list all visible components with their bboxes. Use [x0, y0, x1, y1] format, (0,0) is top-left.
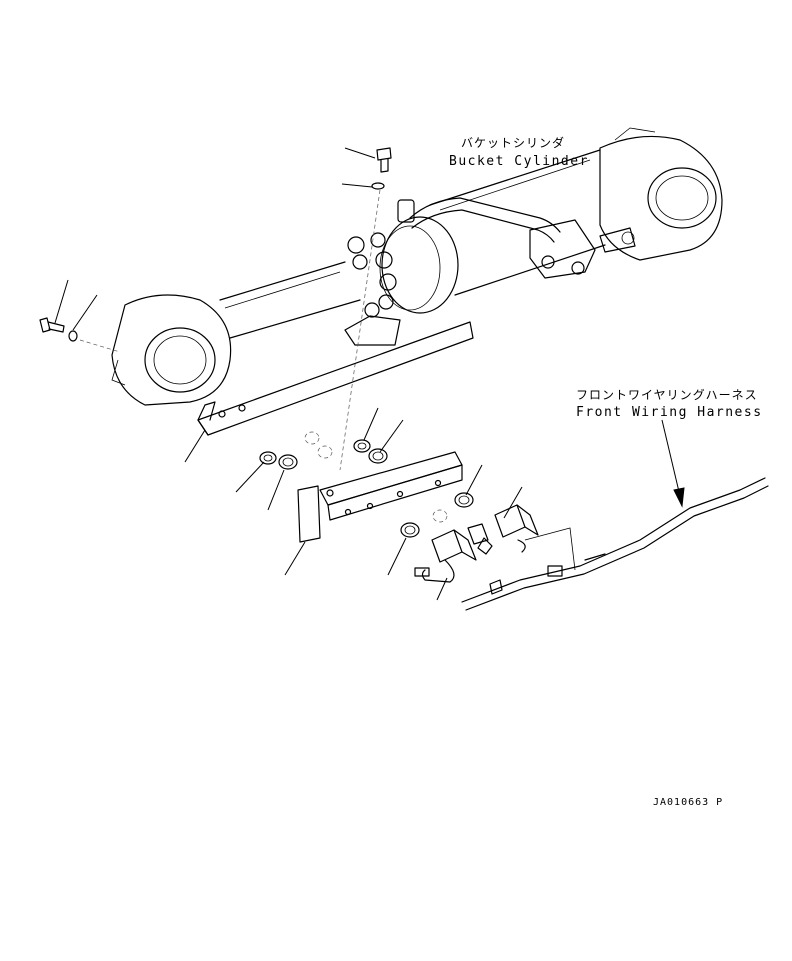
sensor-bracket-lower: [297, 451, 463, 543]
bucket-cylinder-label-ja: バケットシリンダ: [461, 136, 566, 150]
sensor-nut: [467, 523, 493, 555]
cylinder-barrel: [429, 149, 606, 296]
washers: [259, 431, 474, 538]
cylinder-rod: [219, 261, 361, 339]
top-mounting-bolt: [339, 147, 392, 471]
harness-label-en: Front Wiring Harness: [576, 405, 763, 420]
side-mounting-bolt: [39, 317, 121, 353]
cylinder-valve-block: [529, 219, 636, 279]
callout-leaders: [54, 147, 685, 601]
front-wiring-harness: [461, 477, 769, 611]
angle-bracket-upper: [197, 321, 474, 436]
proximity-sensor-2: [494, 504, 539, 553]
hydraulic-pipe: [409, 197, 561, 243]
bucket-cylinder: [111, 127, 723, 406]
bucket-cylinder-label-en: Bucket Cylinder: [449, 154, 589, 169]
cylinder-rod-eye: [111, 294, 232, 406]
proximity-sensor-1: [414, 529, 477, 583]
harness-label-ja: フロントワイヤリングハーネス: [576, 388, 758, 402]
cylinder-head-flange: [344, 199, 459, 346]
cylinder-rear-eye: [599, 127, 723, 261]
drawing-code: JA010663 P: [653, 797, 724, 808]
